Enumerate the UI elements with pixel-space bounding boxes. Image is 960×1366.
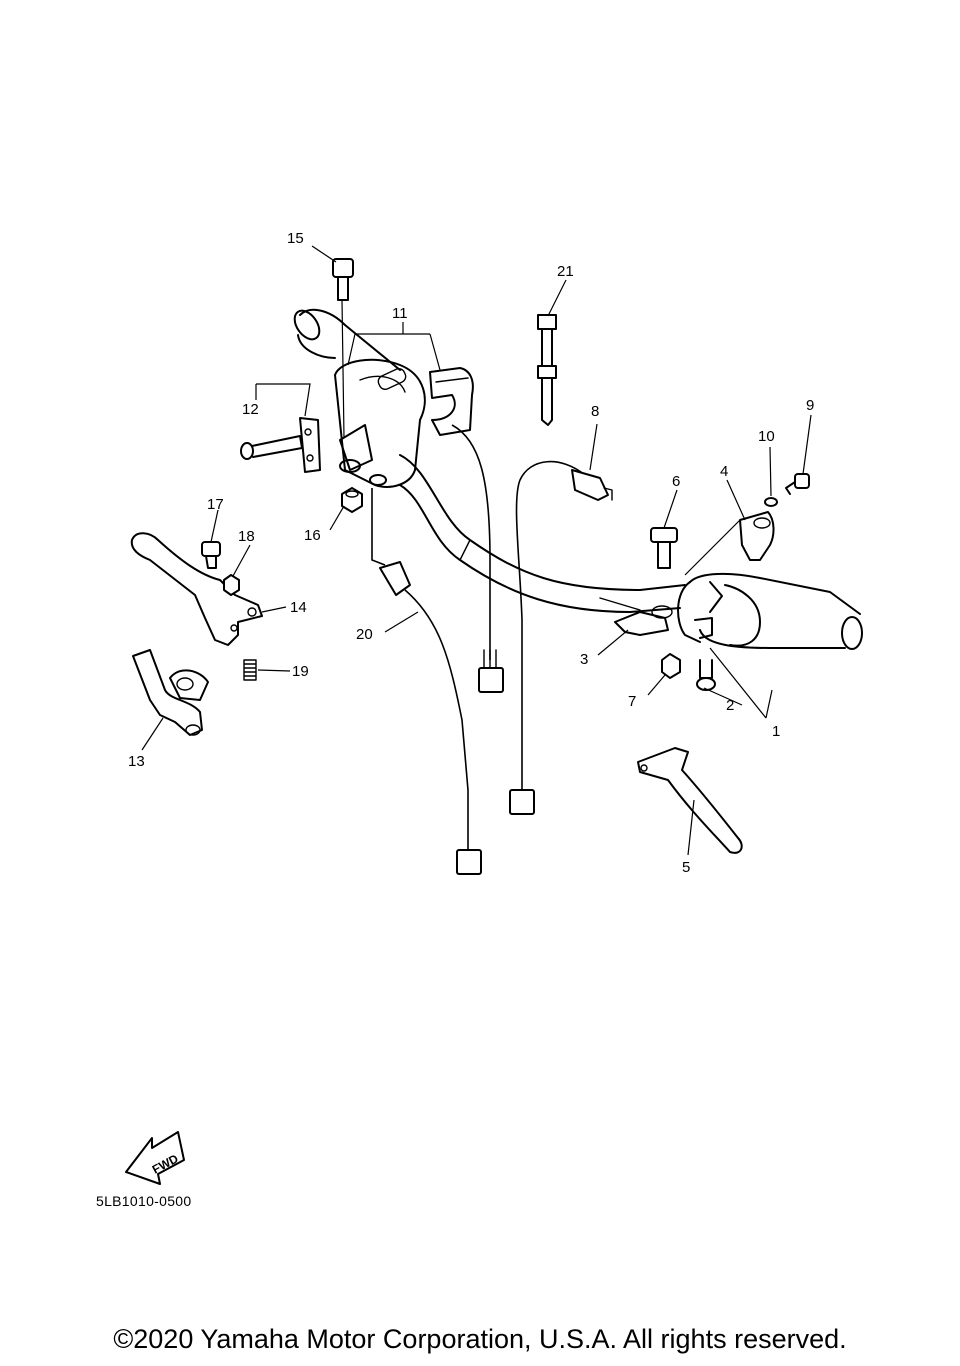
callout-16: 16 xyxy=(304,527,321,544)
callout-19: 19 xyxy=(292,663,309,680)
callout-13: 13 xyxy=(128,753,145,770)
callout-9: 9 xyxy=(806,397,814,414)
nut-18 xyxy=(223,574,240,596)
callout-21: 21 xyxy=(557,263,574,280)
callout-3: 3 xyxy=(580,651,588,668)
screw-9 xyxy=(785,473,810,495)
diagram-code: 5LB1010-0500 xyxy=(96,1193,192,1209)
callout-4: 4 xyxy=(720,463,728,480)
callout-14: 14 xyxy=(290,599,307,616)
lever-5 xyxy=(637,747,743,854)
left-switch-cable xyxy=(451,424,504,693)
left-lever-holder xyxy=(339,424,387,486)
nut-16 xyxy=(341,487,363,513)
callout-18: 18 xyxy=(238,528,255,545)
callouts: 1 2 3 4 5 6 7 8 9 10 11 12 13 14 15 16 1… xyxy=(128,230,814,876)
callout-17: 17 xyxy=(207,496,224,513)
screw-12 xyxy=(240,435,303,460)
callout-11: 11 xyxy=(392,305,408,322)
cable-tie-21 xyxy=(537,314,557,426)
leader-lines xyxy=(141,245,812,856)
copyright-notice: ©2020 Yamaha Motor Corporation, U.S.A. A… xyxy=(113,1324,847,1354)
callout-2: 2 xyxy=(726,697,734,714)
handlebar xyxy=(399,454,686,613)
fwd-arrow-icon: FWD xyxy=(125,1131,185,1185)
callout-1: 1 xyxy=(772,723,780,740)
clutch-switch-8 xyxy=(509,460,613,815)
callout-8: 8 xyxy=(591,403,599,420)
perch-13 xyxy=(132,649,209,736)
callout-5: 5 xyxy=(682,859,690,876)
bracket-3 xyxy=(599,597,673,636)
callout-12: 12 xyxy=(242,401,259,418)
screw-15 xyxy=(332,258,354,301)
spring-19 xyxy=(243,659,257,681)
callout-15: 15 xyxy=(287,230,304,247)
cable-20 xyxy=(371,488,482,875)
bolt-17 xyxy=(201,541,221,569)
screw-2 xyxy=(696,659,716,691)
callout-7: 7 xyxy=(628,693,636,710)
callout-6: 6 xyxy=(672,473,680,490)
lever-14 xyxy=(130,532,263,646)
clamp-4 xyxy=(739,511,775,561)
left-bracket xyxy=(299,417,321,473)
washer-10 xyxy=(764,497,778,507)
right-grip xyxy=(677,572,863,650)
left-grip-housing xyxy=(293,308,474,488)
callout-20: 20 xyxy=(356,626,373,643)
nut-7 xyxy=(661,653,681,679)
bolt-6 xyxy=(650,527,678,569)
callout-10: 10 xyxy=(758,428,775,445)
